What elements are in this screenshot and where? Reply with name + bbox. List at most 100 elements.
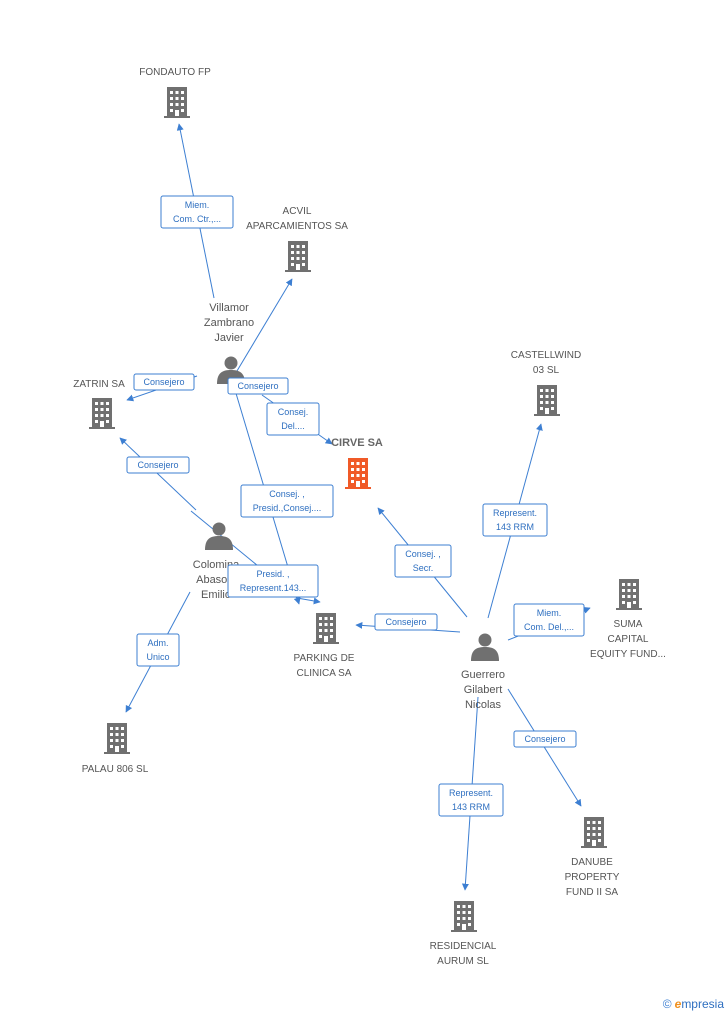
relation-label-r12[interactable]: Consejero <box>374 613 438 631</box>
relation-label-r7[interactable]: Presid. ,Represent.143... <box>227 564 319 598</box>
person-node-guerrero[interactable] <box>471 633 499 662</box>
relation-edge-r5 <box>119 437 197 511</box>
brand-watermark[interactable]: ©empresia <box>663 997 724 1011</box>
building-icon <box>164 87 190 118</box>
relation-label-line: Consejero <box>385 617 426 627</box>
relation-label-text: Consejero <box>237 381 278 391</box>
relation-label-r3[interactable]: Consejero <box>227 377 289 395</box>
relation-label-line: Adm. <box>147 638 168 648</box>
relation-label-r10[interactable]: Represent. 143 RRM <box>482 503 548 537</box>
person-label-line: Emilio <box>201 589 231 601</box>
person-label-line: Villamor <box>209 302 249 314</box>
relation-label-r2[interactable]: Consejero <box>133 373 195 391</box>
relation-label-text: Consejero <box>385 617 426 627</box>
building-icon <box>581 817 607 848</box>
company-label-line: EQUITY FUND... <box>590 649 666 660</box>
company-node-parking[interactable] <box>313 613 339 644</box>
brand-logo-text: mpresia <box>681 997 724 1011</box>
company-node-suma[interactable] <box>616 579 642 610</box>
company-label-line: CLINICA SA <box>296 668 351 679</box>
relation-label-r11[interactable]: Miem. Com. Del.,... <box>513 603 585 637</box>
relation-label-line: Presid. , <box>256 569 289 579</box>
relation-label-box <box>513 603 585 637</box>
building-icon <box>534 385 560 416</box>
relation-label-box <box>394 544 452 578</box>
relation-label-box <box>160 195 234 229</box>
relation-label-line: Represent. <box>449 788 493 798</box>
company-node-danube[interactable] <box>581 817 607 848</box>
company-label-line: PALAU 806 SL <box>82 764 149 775</box>
relation-label-r14[interactable]: Represent.143 RRM <box>438 783 504 817</box>
company-label-line: AURUM SL <box>437 956 489 967</box>
relation-label-text: Presid. ,Represent.143... <box>240 569 307 593</box>
company-label-line: ACVIL <box>283 206 312 217</box>
person-label-line: Nicolas <box>465 699 502 711</box>
relation-label-line: 143 RRM <box>496 522 534 532</box>
company-label-cirve: CIRVE SA <box>331 437 383 449</box>
relation-label-line: Consejero <box>137 460 178 470</box>
company-node-residencial[interactable] <box>451 901 477 932</box>
building-icon <box>451 901 477 932</box>
relation-label-box <box>133 373 195 391</box>
relation-label-box <box>266 402 320 436</box>
company-node-fondauto[interactable] <box>164 87 190 118</box>
company-label-line: 03 SL <box>533 365 560 376</box>
person-label-line: Abasolo <box>196 574 236 586</box>
relation-label-line: Presid.,Consej.... <box>253 503 322 513</box>
company-node-palau[interactable] <box>104 723 130 754</box>
person-node-colomina[interactable] <box>205 522 233 551</box>
copyright-icon: © <box>662 997 672 1011</box>
company-label-acvil: ACVIL APARCAMIENTOS SA <box>246 206 348 232</box>
relation-label-box <box>374 613 438 631</box>
building-icon <box>89 398 115 429</box>
company-node-acvil[interactable] <box>285 241 311 272</box>
company-node-castellwind[interactable] <box>534 385 560 416</box>
company-node-cirve[interactable] <box>345 458 371 489</box>
relation-label-line: Com. Del.,... <box>524 622 574 632</box>
relation-label-line: Miem. <box>537 608 562 618</box>
relation-label-r9[interactable]: Consej. ,Secr. <box>394 544 452 578</box>
relation-label-box <box>438 783 504 817</box>
relation-label-r13[interactable]: Consejero <box>513 730 577 748</box>
company-label-line: APARCAMIENTOS SA <box>246 221 348 232</box>
relation-label-line: Com. Ctr.,... <box>173 214 221 224</box>
relation-label-r6[interactable]: Consej. ,Presid.,Consej.... <box>240 484 334 518</box>
building-icon <box>616 579 642 610</box>
relation-label-box <box>227 564 319 598</box>
relation-label-r4[interactable]: Consej.Del.... <box>266 402 320 436</box>
relation-label-line: Consej. <box>278 407 309 417</box>
company-label-line: CAPITAL <box>608 634 649 645</box>
building-icon <box>104 723 130 754</box>
company-label-line: SUMA <box>614 619 643 630</box>
relation-label-text: Consej. ,Secr. <box>405 549 441 573</box>
relation-label-text: Consejero <box>143 377 184 387</box>
person-label-line: Gilabert <box>464 684 503 696</box>
relation-label-text: Consej. ,Presid.,Consej.... <box>253 489 322 513</box>
relation-label-box <box>136 633 180 667</box>
building-icon <box>285 241 311 272</box>
relation-label-text: Adm. Unico <box>146 638 169 662</box>
relation-label-r1[interactable]: Miem.Com. Ctr.,... <box>160 195 234 229</box>
relation-label-line: Consej. , <box>405 549 441 559</box>
relation-label-box <box>513 730 577 748</box>
company-label-line: CIRVE SA <box>331 437 383 449</box>
person-label-line: Guerrero <box>461 669 505 681</box>
person-label-line: Javier <box>214 332 244 344</box>
company-label-line: ZATRIN SA <box>73 379 125 390</box>
relation-label-line: Consejero <box>143 377 184 387</box>
relation-label-line: Represent. <box>493 508 537 518</box>
relation-label-text: Consejero <box>137 460 178 470</box>
relation-label-r8[interactable]: Adm. Unico <box>136 633 180 667</box>
relation-label-line: Unico <box>146 652 169 662</box>
person-label-line: Zambrano <box>204 317 254 329</box>
relation-label-r5[interactable]: Consejero <box>126 456 190 474</box>
company-label-line: PROPERTY <box>565 872 620 883</box>
company-node-zatrin[interactable] <box>89 398 115 429</box>
relation-label-text: Represent. 143 RRM <box>493 508 537 532</box>
